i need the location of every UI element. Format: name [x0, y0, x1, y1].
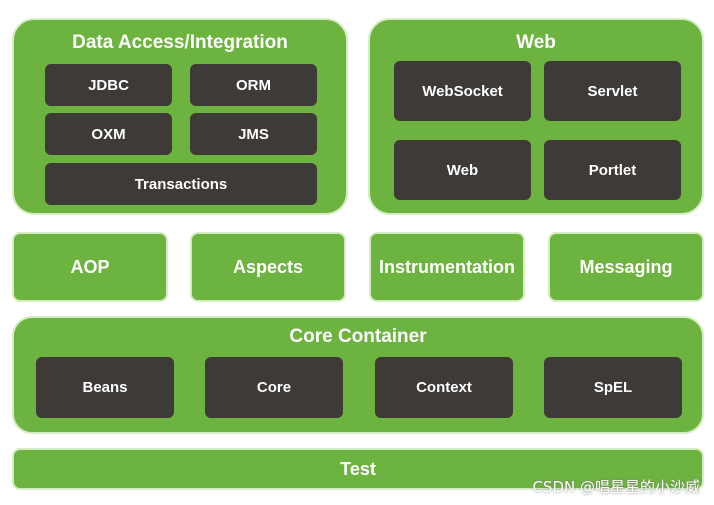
core-container-panel: Core Container Beans Core Context SpEL	[12, 316, 704, 434]
module-aspects: Aspects	[190, 232, 346, 302]
module-portlet: Portlet	[544, 140, 681, 200]
module-beans: Beans	[36, 357, 174, 418]
module-context: Context	[375, 357, 513, 418]
module-messaging: Messaging	[548, 232, 704, 302]
module-core: Core	[205, 357, 343, 418]
data-access-title: Data Access/Integration	[72, 32, 288, 53]
module-spel: SpEL	[544, 357, 682, 418]
watermark-text: CSDN @唱星星的小沙威	[532, 478, 700, 496]
module-servlet: Servlet	[544, 61, 681, 121]
web-panel: Web WebSocket Servlet Web Portlet	[368, 18, 704, 215]
module-jms: JMS	[190, 113, 317, 155]
web-title: Web	[516, 32, 556, 53]
module-transactions: Transactions	[45, 163, 317, 205]
module-aop: AOP	[12, 232, 168, 302]
module-orm: ORM	[190, 64, 317, 106]
module-jdbc: JDBC	[45, 64, 172, 106]
data-access-panel: Data Access/Integration JDBC ORM OXM JMS…	[12, 18, 348, 215]
module-web: Web	[394, 140, 531, 200]
module-oxm: OXM	[45, 113, 172, 155]
module-websocket: WebSocket	[394, 61, 531, 121]
core-container-title: Core Container	[289, 326, 427, 347]
module-instrumentation: Instrumentation	[369, 232, 525, 302]
module-test: Test	[12, 448, 704, 490]
